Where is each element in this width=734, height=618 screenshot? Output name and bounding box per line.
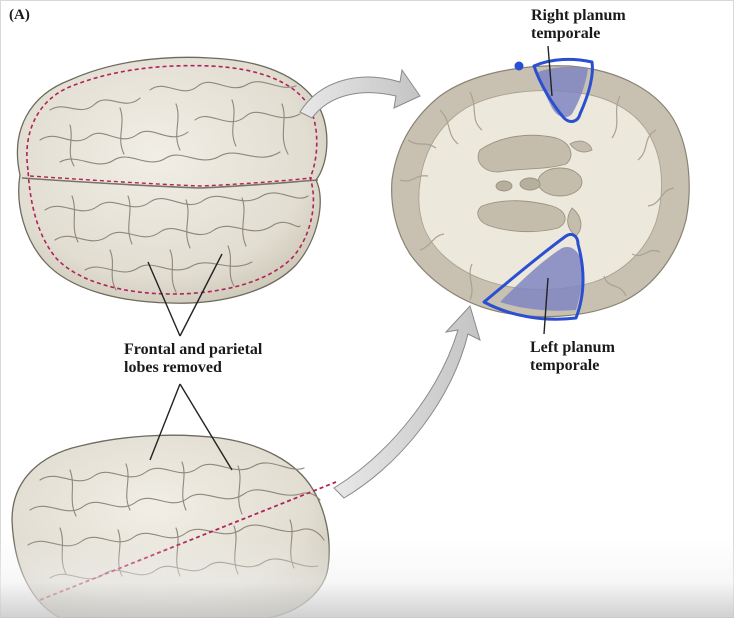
leader-left-planum: [543, 277, 549, 335]
horizontal-brain-section: [391, 57, 690, 321]
left-planum-label: Left planum temporale: [530, 339, 615, 375]
bottom-brain-outline: [11, 434, 330, 618]
lobes-removed-label-line-2: lobes removed: [124, 358, 222, 376]
right-planum-label-line-1: Right planum: [531, 7, 626, 24]
leader-lobes-right: [179, 253, 223, 337]
top-brain-cut-midline: [29, 175, 313, 187]
bottom-brain-lateral-view: [11, 434, 337, 618]
left-planum-circle: [482, 232, 585, 321]
left-planum-highlight: [500, 246, 583, 311]
top-brain-dorsal-view: [16, 56, 328, 304]
right-planum-label-line-2: temporale: [531, 24, 601, 42]
right-planum-circle: [532, 57, 594, 123]
top-brain-fissure: [21, 177, 319, 189]
arrow-bottom-to-section: [333, 305, 481, 499]
leader-lobes-down-left: [149, 383, 181, 461]
section-deep-structures: [477, 134, 593, 237]
section-white-matter: [418, 90, 662, 290]
left-planum-label-line-1: Left planum: [530, 339, 615, 356]
leader-lobes-down-right: [179, 383, 233, 471]
leader-lobes-left: [147, 261, 181, 337]
right-planum-label: Right planum temporale: [531, 7, 626, 43]
section-cortex-folds: [399, 91, 675, 301]
top-brain-outline: [16, 56, 328, 304]
blue-annotations: [482, 57, 594, 321]
arrow-top-to-section: [299, 68, 421, 119]
lobes-removed-label: Frontal and parietal lobes removed: [124, 341, 262, 377]
leader-right-planum: [547, 45, 553, 97]
left-planum-label-line-2: temporale: [530, 356, 600, 374]
top-brain-gyri: [39, 81, 309, 293]
lobes-removed-label-line-1: Frontal and parietal: [124, 341, 263, 358]
panel-label: (A): [9, 7, 30, 23]
annotation-dot: [514, 61, 524, 71]
leader-lines: [147, 45, 553, 471]
